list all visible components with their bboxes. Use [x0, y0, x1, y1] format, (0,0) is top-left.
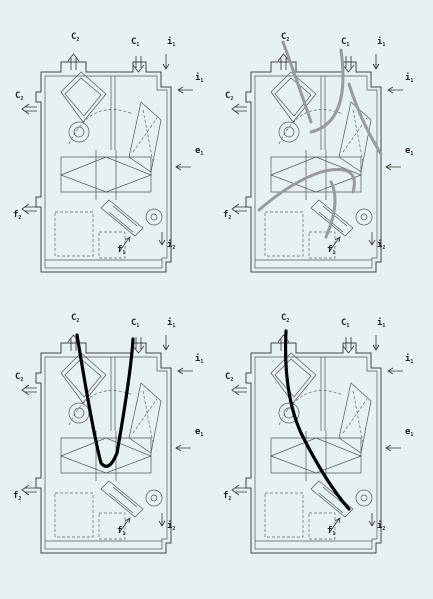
flow-path-gray-3 [347, 82, 383, 156]
label-i1-top: i1 [377, 36, 385, 48]
flow-path-gray-1 [281, 40, 313, 124]
label-i1-top: i1 [377, 317, 385, 329]
label-c2-top: C2 [281, 32, 289, 43]
label-f1: f1 [117, 526, 125, 537]
label-c2-top: C2 [71, 313, 79, 324]
label-c2-left: C2 [15, 372, 23, 383]
label-i1-right: i1 [405, 72, 413, 84]
label-i1-right: i1 [405, 353, 413, 365]
flow-path-black-v [75, 333, 135, 468]
label-c1-top: C1 [131, 37, 139, 48]
label-c1-top: C1 [131, 318, 139, 329]
label-c1-top: C1 [341, 318, 349, 329]
label-c1-top: C1 [341, 37, 349, 48]
labels-panel-b: C2 C1 i1 i1 C2 e1 f2 i2 f1 [223, 32, 413, 256]
labels-panel-c: C2 C1 i1 i1 C2 e1 f2 i2 f1 [13, 313, 203, 537]
label-i1-top: i1 [167, 36, 175, 48]
label-c2-left: C2 [225, 372, 233, 383]
flow-path-black-diagonal [284, 329, 351, 511]
flow-path-gray-4 [257, 168, 356, 212]
flow-path-gray-5 [324, 180, 337, 239]
labels-panel-a: C2 C1 i1 i1 C2 e1 f2 i2 f1 [13, 32, 203, 256]
label-i2: i2 [377, 239, 385, 251]
label-i2: i2 [167, 239, 175, 251]
label-e1: e1 [195, 427, 203, 438]
label-f1: f1 [327, 526, 335, 537]
label-c2-left: C2 [225, 91, 233, 102]
label-f2: f2 [223, 491, 231, 502]
label-f2: f2 [223, 210, 231, 221]
flow-path-gray-2 [309, 48, 345, 134]
labels-panel-d: C2 C1 i1 i1 C2 e1 f2 i2 f1 [223, 313, 413, 537]
label-i2: i2 [167, 520, 175, 532]
label-i1-right: i1 [195, 353, 203, 365]
label-e1: e1 [405, 427, 413, 438]
label-e1: e1 [195, 146, 203, 157]
label-f1: f1 [117, 245, 125, 256]
panel-c [21, 333, 194, 554]
label-f2: f2 [13, 210, 21, 221]
label-e1: e1 [405, 146, 413, 157]
label-i1-right: i1 [195, 72, 203, 84]
label-f1: f1 [327, 245, 335, 256]
label-c2-top: C2 [71, 32, 79, 43]
label-c2-top: C2 [281, 313, 289, 324]
label-i2: i2 [377, 520, 385, 532]
panel-d [231, 329, 404, 554]
label-c2-left: C2 [15, 91, 23, 102]
panel-b [231, 40, 404, 273]
label-i1-top: i1 [167, 317, 175, 329]
label-f2: f2 [13, 491, 21, 502]
